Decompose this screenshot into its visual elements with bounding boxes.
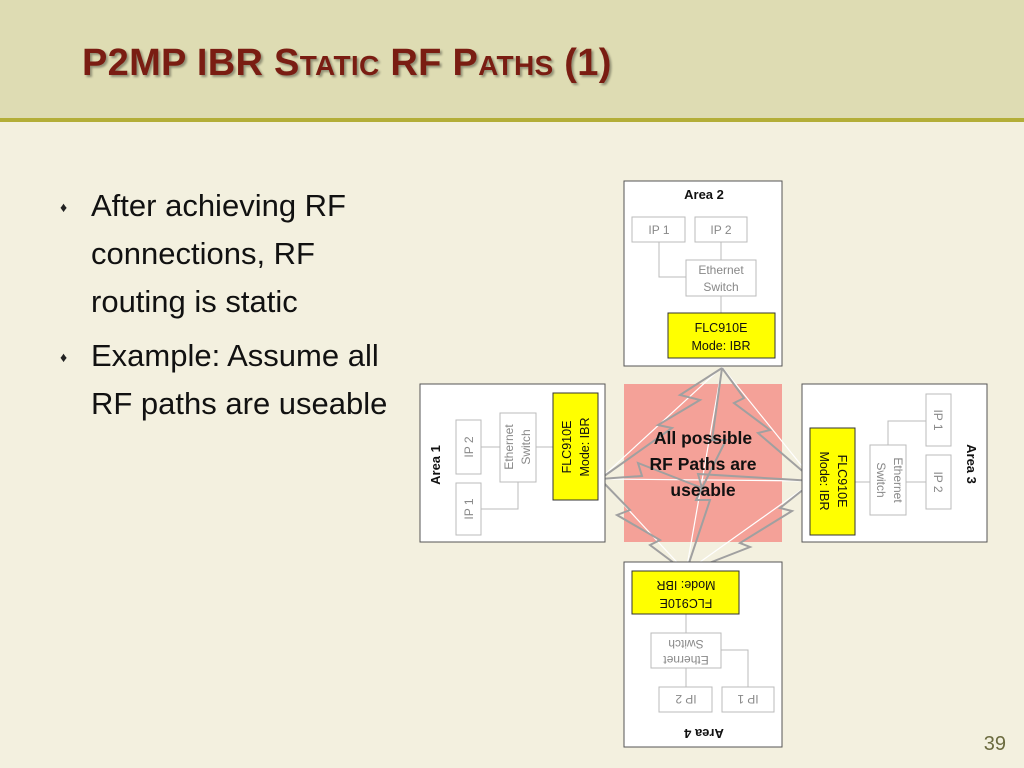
ip-2-label: IP 2 <box>462 436 476 457</box>
area-4: Area 4 IP 1 IP 2 Ethernet Switch FLC910E… <box>623 561 783 748</box>
lightning-bolt-icon <box>599 461 815 490</box>
flc-label: FLC910E <box>835 455 849 508</box>
ip-1-label: IP 1 <box>648 223 669 237</box>
title-part: ATHS <box>478 50 554 81</box>
ip-1-label: IP 1 <box>931 409 945 430</box>
ethernet-switch-box <box>685 259 757 297</box>
ethernet-switch-box <box>650 632 722 669</box>
ip-2-label: IP 2 <box>931 471 945 492</box>
switch-label: Ethernet <box>663 653 709 667</box>
area-title: Area 2 <box>684 187 724 202</box>
title-part: (1) <box>553 42 612 84</box>
switch-label: Switch <box>668 637 703 651</box>
page-number: 39 <box>983 733 1006 755</box>
ip-2-label: IP 2 <box>675 692 696 706</box>
slide-header: P2MP IBR STATIC RF PATHS (1) <box>0 0 1024 122</box>
area-title: Area 4 <box>683 726 724 741</box>
bullet-text: Example: Assume all RF paths are useable <box>91 338 388 421</box>
title-part: P2MP IBR S <box>82 42 300 84</box>
flc-label: Mode: IBR <box>656 578 715 592</box>
switch-label: Ethernet <box>698 263 744 277</box>
ethernet-switch-box <box>869 444 907 516</box>
center-label-line: RF Paths are <box>650 454 757 474</box>
ip-1-label: IP 1 <box>462 498 476 519</box>
diamond-bullet-icon: ♦ <box>60 199 68 215</box>
ip-2-label: IP 2 <box>710 223 731 237</box>
switch-label: Switch <box>519 429 533 464</box>
area-title: Area 1 <box>428 445 443 485</box>
switch-label: Ethernet <box>502 424 516 470</box>
flc-label: FLC910E <box>560 421 574 474</box>
switch-label: Switch <box>874 462 888 497</box>
bullet-list: ♦ After achieving RF connections, RF rou… <box>55 182 415 434</box>
flc910e-device <box>552 392 599 501</box>
lightning-bolt-icon <box>685 480 815 573</box>
bullet-item: ♦ After achieving RF connections, RF rou… <box>55 182 415 326</box>
lightning-bolt-icon <box>599 478 687 573</box>
area-3: Area 3 IP 1 IP 2 Ethernet Switch FLC910E… <box>801 383 988 543</box>
flc910e-device <box>631 570 740 615</box>
flc-label: FLC910E <box>660 596 713 610</box>
bullet-item: ♦ Example: Assume all RF paths are useab… <box>55 332 415 428</box>
lightning-bolt-icon <box>599 367 723 480</box>
center-rf-zone <box>624 384 782 542</box>
flc-label: FLC910E <box>695 321 748 335</box>
center-label-line: useable <box>670 480 735 500</box>
flc-label: Mode: IBR <box>817 451 831 510</box>
bullet-text: After achieving RF connections, RF routi… <box>91 188 346 319</box>
area-2: Area 2 IP 1 IP 2 Ethernet Switch FLC910E… <box>623 180 783 367</box>
title-part: TATIC <box>299 50 380 81</box>
ethernet-switch-box <box>499 412 537 483</box>
lightning-bolts <box>599 367 815 573</box>
ip-1-label: IP 1 <box>737 692 758 706</box>
switch-label: Switch <box>703 280 738 294</box>
flc-label: Mode: IBR <box>578 417 592 476</box>
slide-title: P2MP IBR STATIC RF PATHS (1) <box>82 42 612 85</box>
flc910e-device <box>667 312 776 359</box>
area-title: Area 3 <box>964 444 979 484</box>
center-label-line: All possible <box>654 428 752 448</box>
area-1: Area 1 IP 2 IP 1 Ethernet Switch FLC910E… <box>419 383 606 543</box>
switch-label: Ethernet <box>891 457 905 503</box>
lightning-bolt-icon <box>721 367 815 482</box>
flc-label: Mode: IBR <box>691 339 750 353</box>
lightning-bolt-icon <box>685 367 728 573</box>
title-part: RF P <box>379 42 479 84</box>
flc910e-device <box>809 427 856 536</box>
diamond-bullet-icon: ♦ <box>60 349 68 365</box>
